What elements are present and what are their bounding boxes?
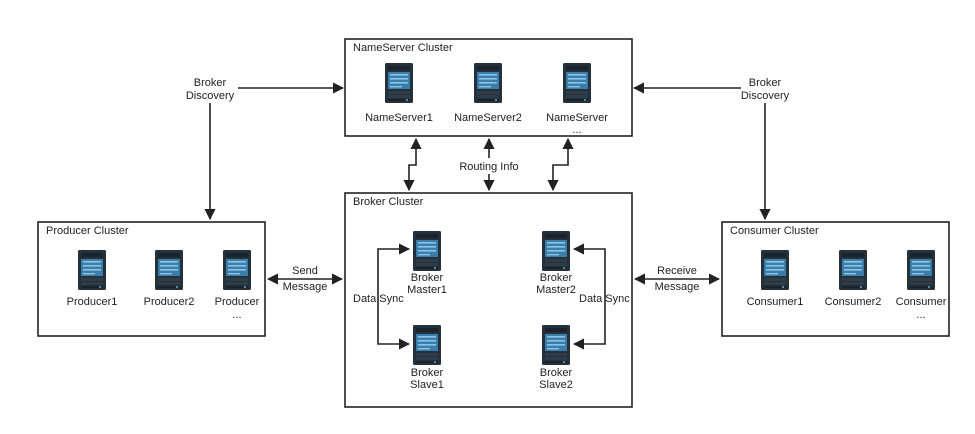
server-rack-icon [155,250,183,290]
discovery-left-label-line1: Broker [194,77,227,89]
broker-slave1-label-line2: Slave1 [410,379,444,391]
broker-slave1-node[interactable]: Broker Slave1 [410,325,444,391]
discovery-left-label-line2: Discovery [186,90,235,102]
producer-ellipsis: ... [232,309,241,321]
broker-master2-node[interactable]: Broker Master2 [536,231,576,296]
consumer-cluster-title: Consumer Cluster [730,225,819,237]
server-rack-icon [542,231,570,271]
consumer1-node[interactable]: Consumer1 [747,250,804,308]
server-rack-icon [563,63,591,103]
consumer-n-label: Consumer [896,296,947,308]
receive-message-label-line2: Message [655,281,700,293]
server-rack-icon [413,325,441,365]
nameserver1-node[interactable]: NameServer1 [365,63,433,124]
broker-cluster-box [344,192,633,408]
nameserver-n-node[interactable]: NameServer ... [546,63,608,136]
server-rack-icon [474,63,502,103]
server-rack-icon [413,231,441,271]
data-sync-left-label: Data Sync [353,293,404,305]
nameserver-ellipsis: ... [572,124,581,136]
broker-discovery-left: Broker Discovery [186,77,345,221]
consumer-cluster: Consumer Cluster Consumer1 Consumer2 Con… [721,221,950,337]
receive-message-label-line1: Receive [657,265,697,277]
broker-master2-label-line1: Broker [540,272,573,284]
producer-cluster-title: Producer Cluster [46,225,129,237]
producer-cluster: Producer Cluster Producer1 Producer2 Pro… [37,221,266,337]
nameserver-n-label: NameServer [546,112,608,124]
broker-master1-label-line1: Broker [411,272,444,284]
consumer2-label: Consumer2 [825,296,882,308]
producer1-node[interactable]: Producer1 [67,250,118,308]
producer-n-label: Producer [215,296,260,308]
server-rack-icon [78,250,106,290]
broker-master1-node[interactable]: Broker Master1 [407,231,447,296]
data-sync-right-arrow [572,243,606,350]
broker-discovery-right: Broker Discovery [632,77,790,221]
broker-slave1-label-line1: Broker [411,367,444,379]
consumer-ellipsis: ... [916,309,925,321]
consumer-n-node[interactable]: Consumer ... [896,250,947,321]
routing-arrow-left [403,137,422,192]
nameserver2-label: NameServer2 [454,112,522,124]
data-sync-right-label: Data Sync [579,293,630,305]
broker-master1-label-line2: Master1 [407,284,447,296]
server-rack-icon [839,250,867,290]
producer-n-node[interactable]: Producer ... [215,250,260,321]
producer1-label: Producer1 [67,296,118,308]
broker-slave2-label-line2: Slave2 [539,379,573,391]
consumer2-node[interactable]: Consumer2 [825,250,882,308]
nameserver2-node[interactable]: NameServer2 [454,63,522,124]
nameserver1-label: NameServer1 [365,112,433,124]
send-message: Send Message [266,265,344,293]
receive-message: Receive Message [633,265,721,293]
broker-cluster-title: Broker Cluster [353,196,424,208]
producer2-label: Producer2 [144,296,195,308]
routing-info-label: Routing Info [459,161,518,173]
server-rack-icon [907,250,935,290]
nameserver-cluster: NameServer Cluster NameServer1 NameServe… [344,38,633,137]
data-sync-left-arrow [377,243,411,350]
send-message-label-line1: Send [292,265,318,277]
broker-slave2-node[interactable]: Broker Slave2 [539,325,573,391]
server-rack-icon [223,250,251,290]
server-rack-icon [542,325,570,365]
consumer1-label: Consumer1 [747,296,804,308]
send-message-label-line2: Message [283,281,328,293]
discovery-right-label-line2: Discovery [741,90,790,102]
broker-slave2-label-line1: Broker [540,367,573,379]
server-rack-icon [385,63,413,103]
routing-info: Routing Info [403,137,574,192]
discovery-right-label-line1: Broker [749,77,782,89]
producer2-node[interactable]: Producer2 [144,250,195,308]
routing-arrow-right [547,137,574,192]
broker-cluster: Broker Cluster Broker Master1 Broker Mas… [344,192,633,408]
server-rack-icon [761,250,789,290]
broker-master2-label-line2: Master2 [536,284,576,296]
nameserver-cluster-title: NameServer Cluster [353,42,453,54]
